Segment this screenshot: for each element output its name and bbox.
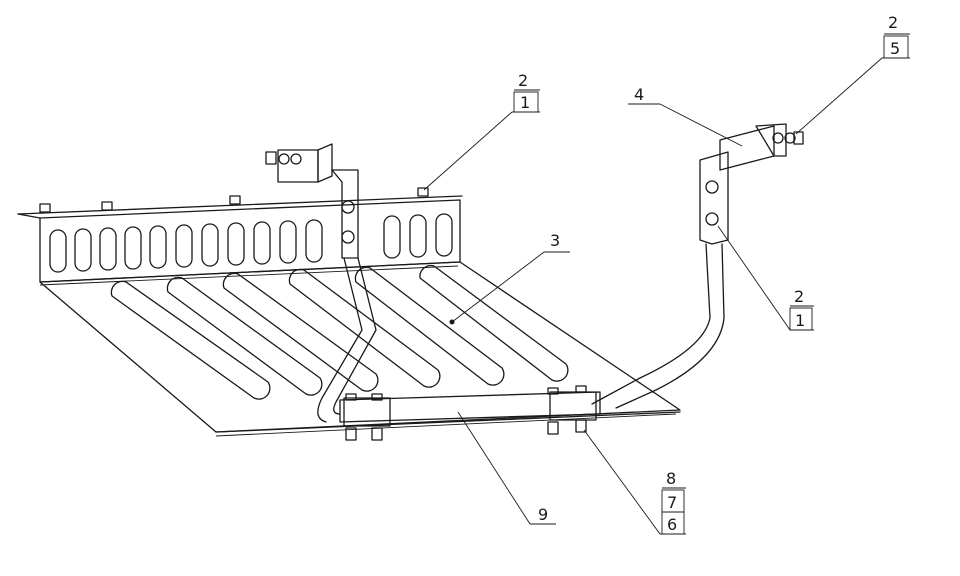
back-flange: [39, 199, 461, 283]
cross-bar: [339, 391, 601, 423]
plate-slots: [110, 264, 569, 400]
clamp-bolt-head: [547, 387, 559, 395]
leader-line: [451, 251, 545, 323]
hex-nut: [101, 201, 113, 211]
flange-slot: [99, 227, 117, 271]
bottom-plate: [39, 261, 681, 433]
clamp-nut: [547, 421, 559, 435]
right-rod-inner: [615, 243, 725, 409]
flange-fasteners: [39, 187, 429, 213]
flange-slot: [74, 228, 92, 272]
leader-line: [659, 103, 743, 147]
callout-label: 2: [888, 13, 898, 32]
clamp-nut: [345, 427, 357, 441]
callout-box: [661, 511, 685, 535]
leader-line: [795, 57, 883, 135]
flange-slot: [49, 229, 67, 273]
left-rod-inner: [333, 257, 377, 415]
callout-boxed-label: 6: [667, 515, 677, 534]
right-rod-outer: [591, 243, 711, 405]
plate-slot: [419, 264, 569, 382]
hex-nut: [39, 203, 51, 213]
left-clamp: [343, 397, 391, 427]
flange-slot: [383, 215, 401, 259]
flange-slot: [201, 223, 219, 267]
flange-slots: [49, 213, 453, 273]
callout-label: 2: [794, 287, 804, 306]
bolt-head: [784, 132, 796, 144]
strap-bolt: [705, 212, 719, 226]
callout-boxed-label: 5: [890, 39, 900, 58]
callout-box: [789, 307, 813, 331]
callout-label: 9: [538, 505, 548, 524]
callout-boxed-label: 7: [667, 493, 677, 512]
flange-slot: [227, 222, 245, 266]
plate-slot: [110, 280, 271, 400]
bolt-head: [278, 153, 290, 165]
plate-slot: [222, 272, 379, 392]
flange-lip-end: [17, 213, 41, 219]
right-strap: [699, 151, 729, 245]
leader-line: [583, 429, 661, 535]
clamp-nut: [575, 419, 587, 433]
flange-slot: [149, 225, 167, 269]
clamp-bolt-head: [371, 393, 383, 401]
left-hanger: [265, 143, 377, 423]
hex-nut: [229, 195, 241, 205]
callout-c4: 3: [449, 231, 570, 325]
right-hanger: [591, 123, 804, 409]
plate-front-edge: [215, 411, 681, 433]
leader-dot: [449, 319, 455, 325]
tray-plate: [17, 187, 681, 437]
hex-nut: [417, 187, 429, 197]
leader-line: [457, 411, 531, 525]
flange-slot: [253, 221, 271, 265]
callout-c6: 9: [457, 411, 556, 525]
strap-bolt: [705, 180, 719, 194]
leader-line: [423, 111, 513, 191]
flange-slot: [279, 220, 297, 264]
flange-slot: [435, 213, 453, 257]
plate-front-edge-2: [215, 413, 677, 437]
left-rod-outer: [317, 257, 363, 423]
callout-c3: 2 5: [795, 13, 910, 135]
flange-top-lip: [17, 195, 463, 215]
strap-bolt: [341, 230, 355, 244]
bolt-head: [772, 132, 784, 144]
callout-c5: 2 1: [717, 225, 814, 331]
right-clamp: [549, 391, 597, 421]
plate-bend-line: [39, 265, 459, 286]
plate-slot: [288, 268, 441, 388]
left-strap: [331, 169, 359, 259]
flange-slot: [409, 214, 427, 258]
leader-line: [717, 225, 791, 331]
right-bracket-side: [755, 123, 787, 157]
callout-box: [883, 35, 909, 59]
flange-slot: [124, 226, 142, 270]
cross-bar-assembly: [339, 385, 601, 441]
callout-boxed-label: 1: [520, 93, 530, 112]
callout-c1: 2 1: [423, 71, 540, 191]
callout-box: [513, 91, 539, 113]
callout-c7: 8 7 6: [583, 429, 686, 535]
strap-bolt: [341, 200, 355, 214]
flange-slot: [305, 219, 323, 263]
left-bracket-side: [317, 143, 333, 183]
plate-slot: [166, 276, 323, 396]
clamp-bolt-head: [575, 385, 587, 393]
clamp-bolt-head: [345, 393, 357, 401]
callout-label: 3: [550, 231, 560, 250]
hex-nut: [265, 151, 277, 165]
callout-c2: 4: [628, 85, 743, 147]
callout-label: 2: [518, 71, 528, 90]
callout-label: 4: [634, 85, 644, 104]
callout-boxed-label: 1: [795, 311, 805, 330]
callout-label: 8: [666, 469, 676, 488]
plate-slot: [354, 266, 505, 386]
clamp-nut: [371, 427, 383, 441]
bolt-head: [290, 153, 302, 165]
flange-slot: [175, 224, 193, 268]
